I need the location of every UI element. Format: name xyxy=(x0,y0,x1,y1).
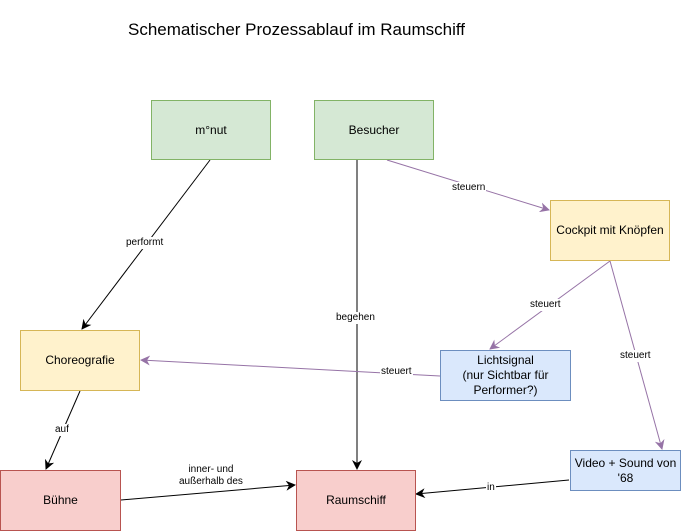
edge-label-steuert-choreo: steuert xyxy=(380,366,413,378)
node-buehne: Bühne xyxy=(0,470,121,531)
node-besucher-label: Besucher xyxy=(348,122,400,137)
edge-label-inner-ausserhalb: inner- und außerhalb des xyxy=(178,464,244,488)
node-lichtsignal-label: Lichtsignal (nur Sichtbar für Performer?… xyxy=(462,353,549,397)
edge-label-steuert-video: steuert xyxy=(619,350,652,362)
node-video-label: Video + Sound von '68 xyxy=(574,455,677,485)
node-raumschiff: Raumschiff xyxy=(296,470,416,531)
node-buehne-label: Bühne xyxy=(43,493,78,507)
node-choreografie: Choreografie xyxy=(20,330,140,391)
edge-label-steuert-licht: steuert xyxy=(529,299,562,311)
node-besucher: Besucher xyxy=(314,100,434,160)
node-mnut: m°nut xyxy=(151,100,271,160)
node-raumschiff-label: Raumschiff xyxy=(326,493,386,507)
node-choreografie-label: Choreografie xyxy=(45,353,115,367)
edge-label-steuern: steuern xyxy=(451,182,487,194)
edge-label-begehen: begehen xyxy=(335,312,376,324)
edge-label-performt: performt xyxy=(125,237,165,249)
diagram-title: Schematischer Prozessablauf im Raumschif… xyxy=(128,20,465,39)
edge-buehne-raumschiff xyxy=(120,480,296,501)
node-cockpit-label: Cockpit mit Knöpfen xyxy=(556,223,664,237)
node-mnut-label: m°nut xyxy=(195,122,227,137)
node-cockpit: Cockpit mit Knöpfen xyxy=(550,200,670,261)
node-video: Video + Sound von '68 xyxy=(570,450,681,491)
node-lichtsignal: Lichtsignal (nur Sichtbar für Performer?… xyxy=(440,350,571,401)
edge-label-auf: auf xyxy=(54,424,70,436)
edge-label-in: in xyxy=(486,482,496,494)
